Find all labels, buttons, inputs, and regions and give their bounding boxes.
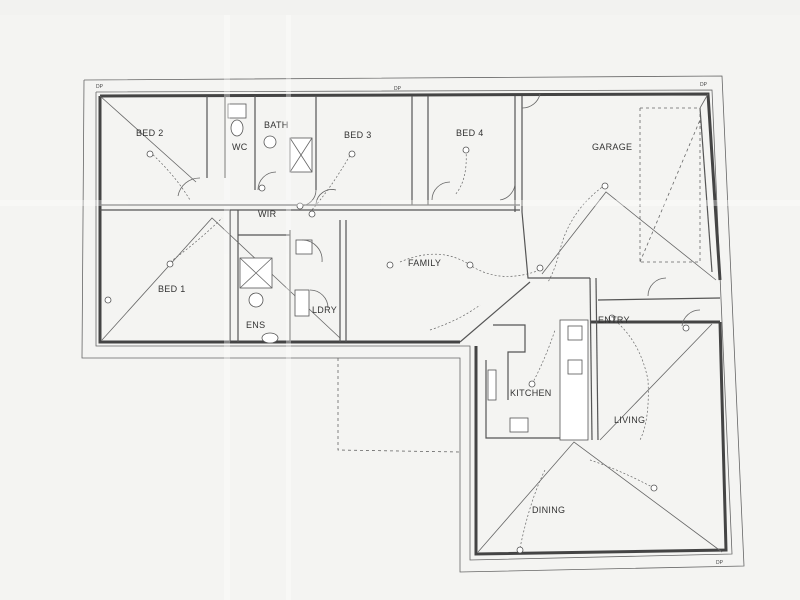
- label-bath: BATH: [264, 120, 289, 130]
- light-points: [104, 146, 690, 554]
- internal-walls: [100, 96, 721, 441]
- note-dp-n: DP: [394, 86, 402, 92]
- label-dining: DINING: [532, 505, 565, 515]
- note-dp-nw: DP: [96, 84, 104, 90]
- label-entry: ENTRY: [598, 315, 630, 325]
- note-dp-ne: DP: [700, 82, 708, 88]
- garage-dashed-outline: [639, 107, 701, 263]
- paper-sheet: [0, 15, 800, 600]
- label-living: LIVING: [614, 415, 645, 425]
- downpipe-notes: DP DP DP DP: [96, 82, 724, 566]
- kitchen-fixtures: [487, 325, 583, 433]
- label-bed-1: BED 1: [158, 284, 186, 294]
- note-dp-se: DP: [716, 560, 724, 566]
- alfresco-outline: [337, 358, 461, 453]
- label-bed-4: BED 4: [456, 128, 484, 138]
- door-swings: [177, 93, 701, 327]
- roof-outline: [81, 75, 745, 573]
- label-ldry: LDRY: [312, 305, 337, 315]
- scan-artefacts: [0, 15, 800, 600]
- label-bed-3: BED 3: [344, 130, 372, 140]
- label-ens: ENS: [246, 320, 265, 330]
- label-bed-2: BED 2: [136, 128, 164, 138]
- label-wc: WC: [232, 142, 248, 152]
- room-labels: BED 2 WC BATH BED 3 BED 4 GARAGE WIR BED…: [136, 120, 645, 515]
- label-kitchen: KITCHEN: [510, 388, 552, 398]
- label-family: FAMILY: [408, 258, 441, 268]
- label-garage: GARAGE: [592, 142, 632, 152]
- label-wir: WIR: [258, 209, 277, 219]
